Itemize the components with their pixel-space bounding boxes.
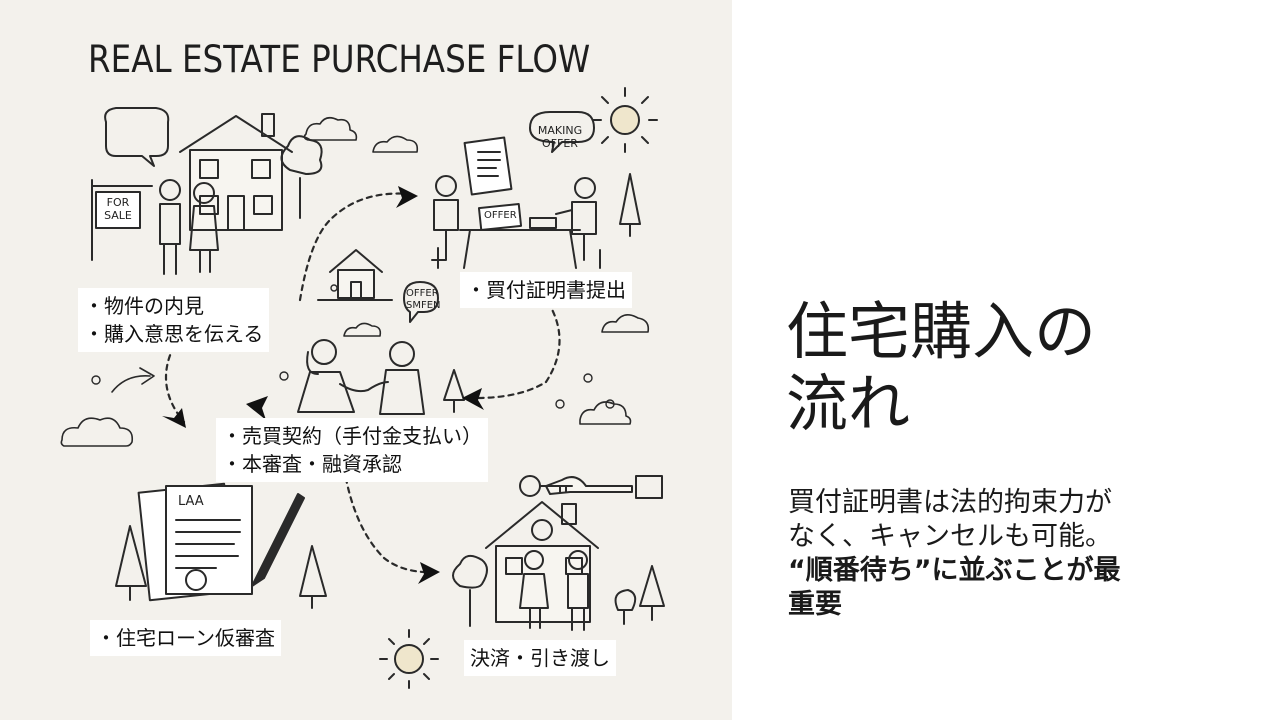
- arrowhead-icons: [162, 186, 484, 584]
- body-line2: なく、キャンセルも可能。: [788, 521, 1112, 552]
- document-header-text: LAA: [178, 494, 204, 509]
- sun-icon: [592, 87, 658, 153]
- step4-label: ・住宅ローン仮審査: [90, 620, 281, 656]
- flow-arrows: [164, 192, 561, 574]
- step2-line1: ・買付証明書提出: [466, 278, 626, 302]
- small-flower-icons: [91, 284, 615, 409]
- for-sale-sign-text: FOR SALE: [104, 196, 132, 222]
- body-emphasis-line2: 重要: [788, 589, 842, 620]
- curved-arrow-icon: [111, 367, 155, 393]
- slide-title-line1: 住宅購入の: [786, 295, 1097, 368]
- step1-line2: ・購入意思を伝える: [84, 322, 264, 346]
- offer-sent-bubble-text: OFFER SMFEN: [406, 288, 441, 311]
- illustration-title: REAL ESTATE PURCHASE FLOW: [88, 38, 591, 81]
- small-house-icon: [317, 249, 393, 301]
- illustration-panel: REAL ESTATE PURCHASE FLOW ・物件の内見 ・購入意思を伝…: [0, 0, 732, 720]
- cloud-icon: [60, 116, 650, 447]
- sun-icon: [379, 629, 439, 689]
- step5-label: 決済・引き渡し: [464, 640, 616, 676]
- body-emphasis-line1: “順番待ち”に並ぶことが最: [788, 555, 1121, 586]
- offer-paper-text: OFFER: [484, 210, 517, 221]
- step5-line1: 決済・引き渡し: [470, 646, 610, 670]
- house-with-couple-sketch: [91, 107, 323, 275]
- offer-meeting-sketch: [431, 111, 641, 269]
- house-and-key-sketch: [452, 475, 665, 631]
- step1-line1: ・物件の内見: [84, 294, 204, 318]
- step3-line1: ・売買契約（手付金支払い）: [222, 424, 482, 448]
- slide-title: 住宅購入の 流れ: [786, 296, 1246, 440]
- step1-label: ・物件の内見 ・購入意思を伝える: [78, 288, 270, 352]
- body-line1: 買付証明書は法的拘束力が: [788, 487, 1112, 518]
- step2-label: ・買付証明書提出: [460, 272, 632, 308]
- slide-body: 買付証明書は法的拘束力が なく、キャンセルも可能。 “順番待ち”に並ぶことが最 …: [788, 486, 1208, 622]
- making-offer-bubble-text: MAKING OFFER: [537, 124, 583, 150]
- step4-line1: ・住宅ローン仮審査: [96, 626, 275, 650]
- documents-and-pen-sketch: [115, 482, 327, 609]
- slide-title-line2: 流れ: [786, 367, 911, 440]
- sketch-illustration: [60, 87, 665, 689]
- handshake-sketch: [297, 281, 465, 415]
- step3-line2: ・本審査・融資承認: [222, 452, 402, 476]
- step3-label: ・売買契約（手付金支払い） ・本審査・融資承認: [216, 418, 488, 482]
